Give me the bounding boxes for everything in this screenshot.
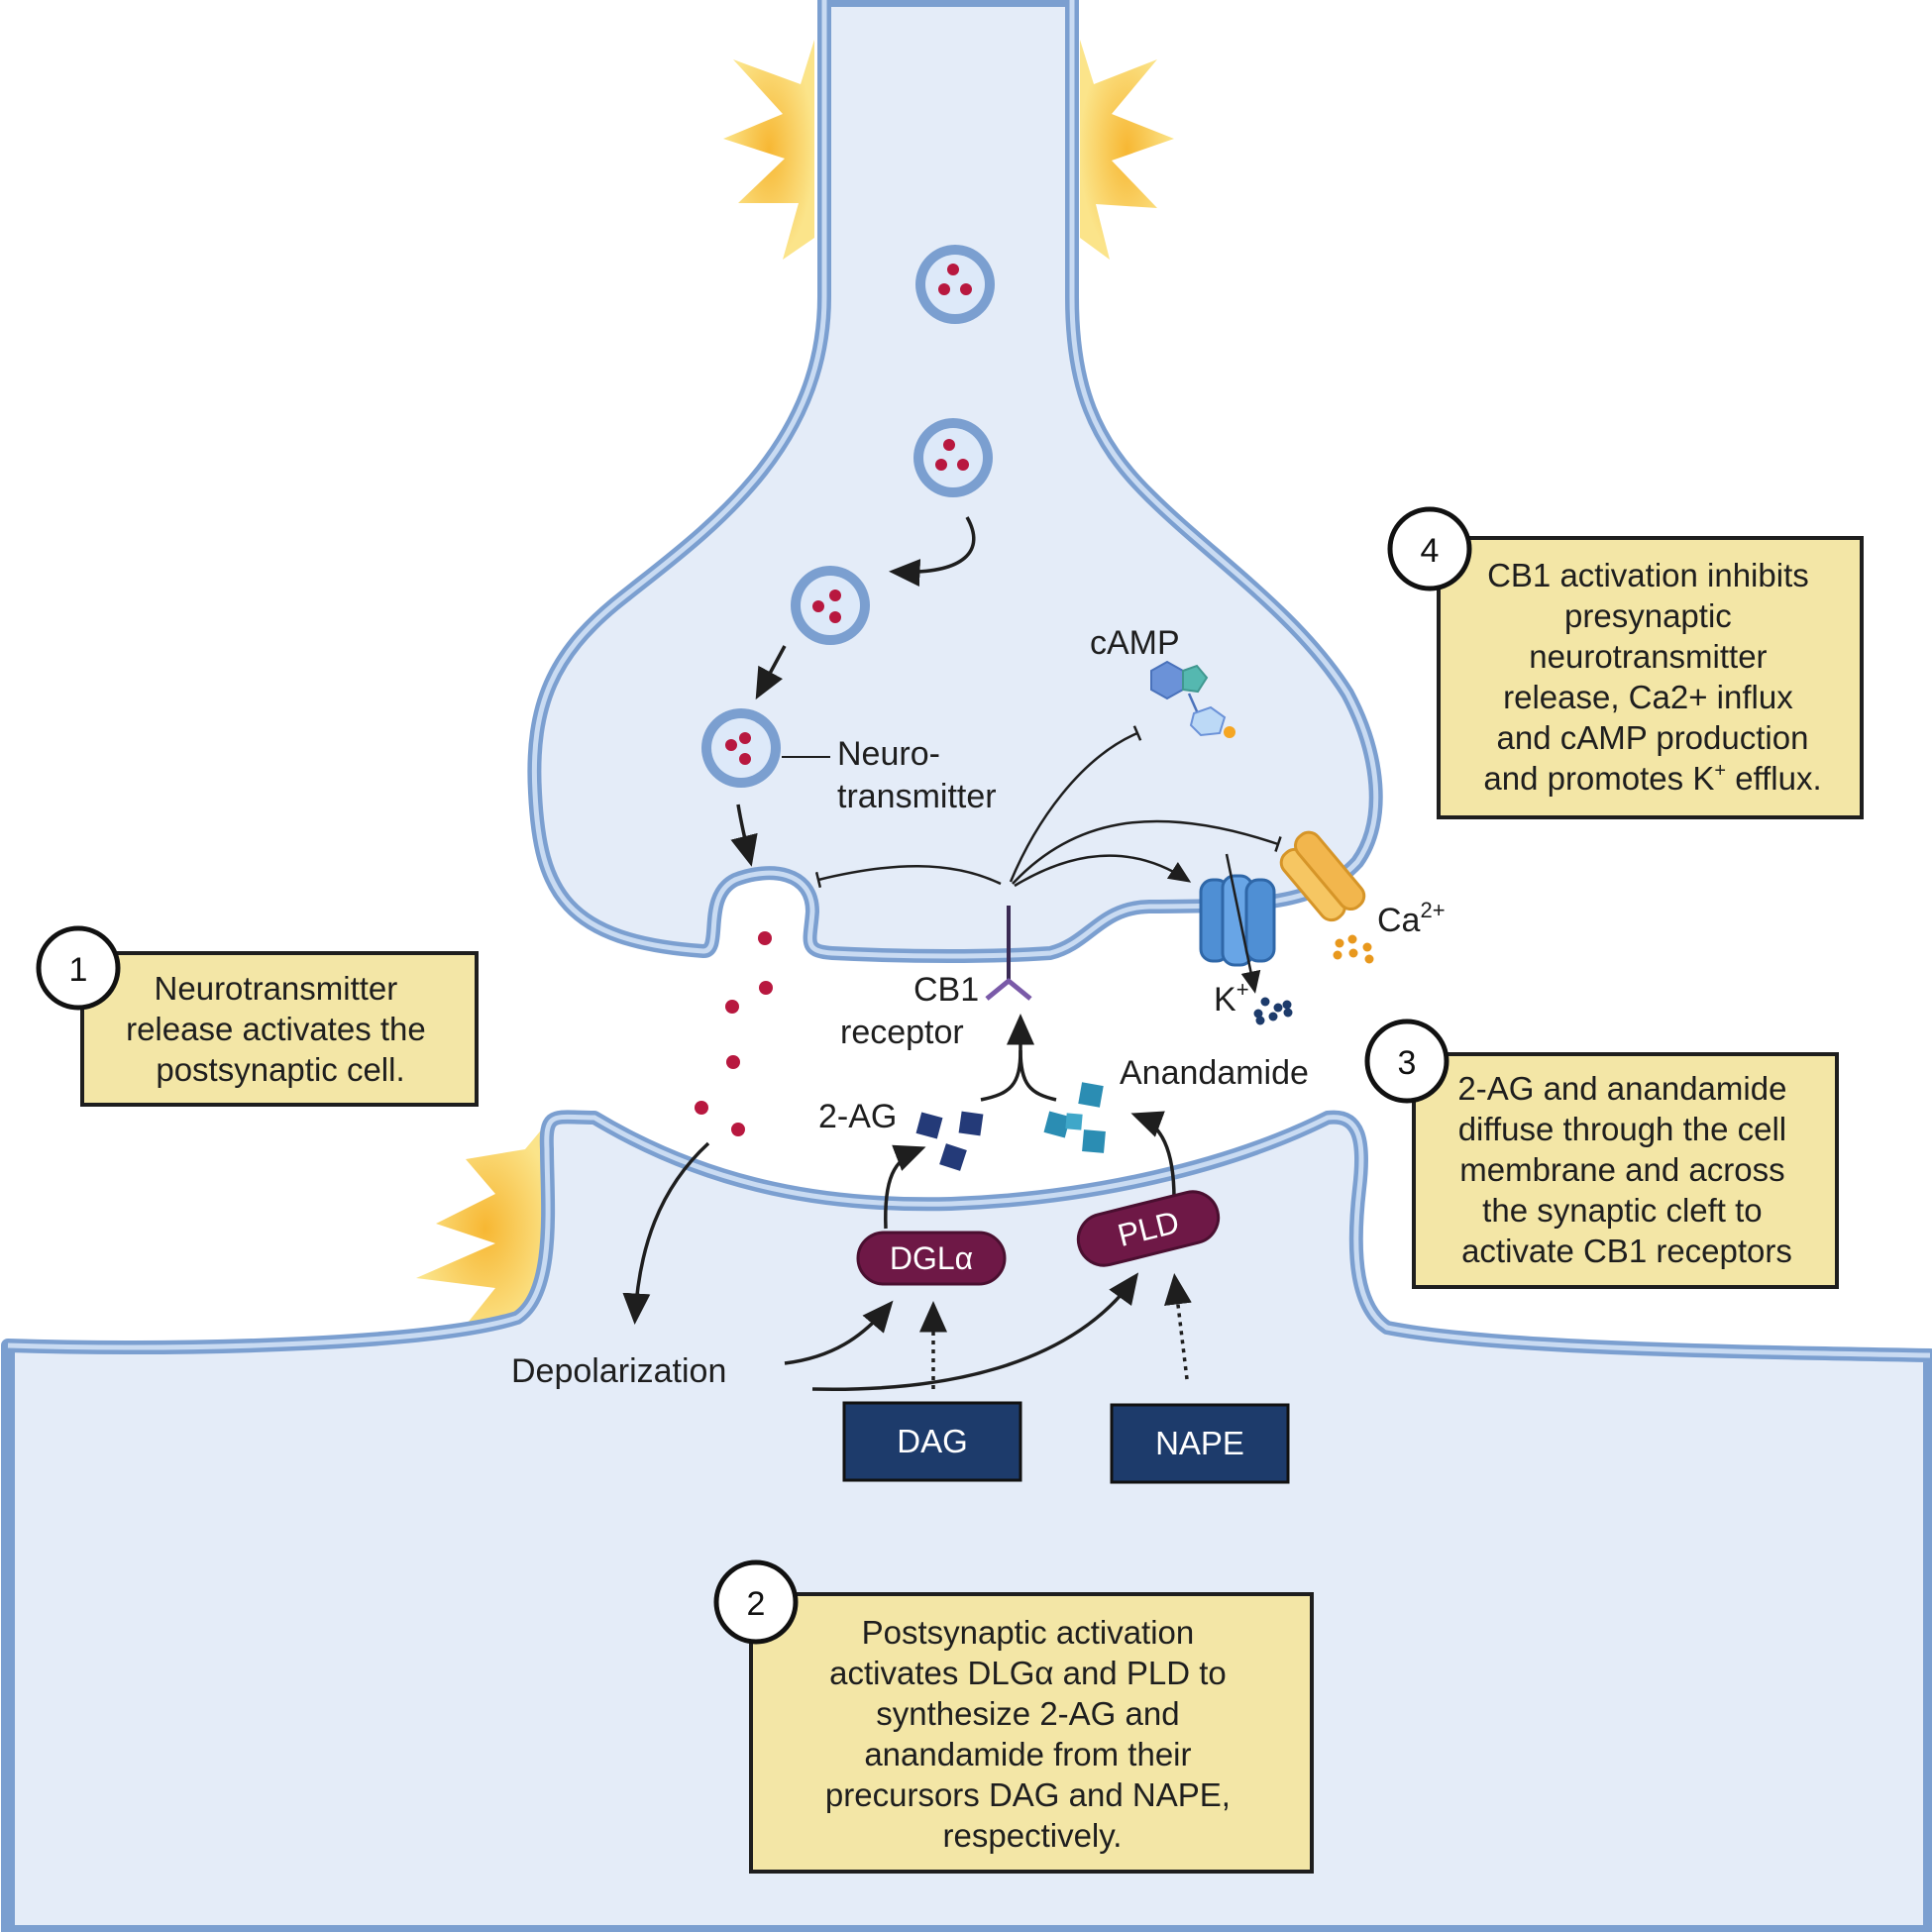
step-1-text: Neurotransmitter release activates the p… <box>126 970 435 1088</box>
step-2-line: Postsynaptic activation <box>862 1614 1195 1651</box>
activation-burst-left-top <box>723 40 814 260</box>
depolarization-to-dgla-arrow <box>784 1300 894 1365</box>
step-4-line: and cAMP production <box>1497 719 1809 756</box>
dgla-enzyme: DGLα <box>856 1231 1007 1286</box>
depolarization-to-pld-arrow <box>811 1272 1139 1391</box>
cb1-receptor <box>985 906 1032 1001</box>
diffusion-to-cb1-arrow <box>980 1049 1057 1102</box>
step-4-line: neurotransmitter <box>1529 638 1767 675</box>
step-2-line: precursors DAG and NAPE, <box>825 1776 1231 1813</box>
step-4-callout: CB1 activation inhibits presynaptic neur… <box>1387 506 1864 819</box>
release-to-depolarization-arrow <box>622 1141 710 1325</box>
step-1-line: postsynaptic cell. <box>156 1051 404 1088</box>
vesicle <box>913 418 993 497</box>
step-1-line: release activates the <box>126 1011 426 1047</box>
activation-burst-postsynaptic <box>416 1120 555 1338</box>
step-3-callout: 2-AG and anandamide diffuse through the … <box>1364 1019 1839 1289</box>
ca-label-base: Ca <box>1377 902 1421 939</box>
camp-molecule <box>1150 660 1235 738</box>
step-2-line: respectively. <box>943 1817 1123 1854</box>
step-4-last-line: and promotes K+ efflux. <box>1483 760 1821 797</box>
camp-label: cAMP <box>1090 624 1180 662</box>
vesicle-movement-arrow <box>730 804 758 867</box>
step-4-line: efflux. <box>1735 760 1821 797</box>
neurotransmitter-label-line1: Neuro- <box>837 735 940 773</box>
step-4-line: release, Ca2+ influx <box>1503 679 1793 715</box>
anandamide-molecules <box>1043 1082 1106 1153</box>
cb1-to-ca-channel-inhibit <box>1012 819 1282 885</box>
step-3-line: diffuse through the cell <box>1458 1111 1786 1147</box>
pld-to-anandamide-arrow <box>1130 1111 1176 1200</box>
step-2-text: Postsynaptic activation activates DLGα a… <box>825 1614 1239 1854</box>
step-4-line: and promotes K <box>1483 760 1714 797</box>
step-4-text: CB1 activation inhibits presynaptic neur… <box>1487 557 1818 756</box>
step-4-line: CB1 activation inhibits <box>1487 557 1809 593</box>
cb1-label-line1: CB1 <box>913 971 979 1009</box>
vesicle <box>915 245 995 324</box>
ca-channel <box>1279 830 1366 922</box>
step-2-line: anandamide from their <box>864 1736 1191 1772</box>
k-channel <box>1199 874 1276 967</box>
cb1-to-k-channel-activate <box>1014 854 1192 888</box>
k-efflux-arrow <box>1225 853 1261 994</box>
k-label: K+ <box>1214 977 1249 1019</box>
released-neurotransmitter <box>695 931 773 1136</box>
step-2-line: synthesize 2-AG and <box>876 1695 1179 1732</box>
inhibit-release-line <box>814 865 1002 889</box>
step-3-text: 2-AG and anandamide diffuse through the … <box>1457 1070 1795 1269</box>
dgla-to-2ag-arrow <box>884 1144 926 1230</box>
vesicle <box>701 708 781 788</box>
step-1-number: 1 <box>69 951 88 989</box>
neurotransmitter-label-line2: transmitter <box>837 778 997 815</box>
step-2-callout: Postsynaptic activation activates DLGα a… <box>713 1559 1314 1874</box>
step-2-line: activates DLGα and PLD to <box>829 1655 1227 1691</box>
step-4-line-space <box>1726 760 1735 797</box>
vesicle-movement-arrow <box>755 645 787 700</box>
k-label-superscript: + <box>1236 977 1249 1002</box>
step-1-line: Neurotransmitter <box>155 970 398 1007</box>
cb1-label-line2: receptor <box>840 1014 964 1051</box>
step-1-callout: Neurotransmitter release activates the p… <box>36 925 479 1107</box>
step-3-line: membrane and across <box>1459 1151 1784 1188</box>
step-4-number: 4 <box>1421 532 1440 570</box>
dag-box: DAG <box>842 1401 1022 1482</box>
ca-label: Ca2+ <box>1377 898 1446 939</box>
cb1-to-camp-inhibit <box>1009 725 1142 883</box>
vesicle-movement-arrow <box>889 516 976 588</box>
step-3-line: 2-AG and anandamide <box>1457 1070 1786 1107</box>
step-3-line: the synaptic cleft to <box>1482 1192 1762 1229</box>
step-3-line: activate CB1 receptors <box>1461 1233 1792 1269</box>
nape-label: NAPE <box>1155 1425 1244 1461</box>
ca-label-superscript: 2+ <box>1420 898 1445 922</box>
ca-ions <box>1333 934 1374 964</box>
step-4-superscript: + <box>1714 760 1726 782</box>
depolarization-label: Depolarization <box>511 1352 726 1390</box>
activation-burst-right-top <box>1080 40 1174 260</box>
step-4-line: presynaptic <box>1564 597 1732 634</box>
step-2-number: 2 <box>747 1585 766 1623</box>
k-ions <box>1253 997 1293 1025</box>
two-ag-molecules <box>915 1111 984 1171</box>
k-label-base: K <box>1214 981 1236 1019</box>
two-ag-label: 2-AG <box>818 1098 897 1135</box>
anandamide-label: Anandamide <box>1120 1054 1309 1092</box>
dag-label: DAG <box>897 1423 968 1459</box>
step-3-number: 3 <box>1398 1044 1417 1082</box>
nape-to-pld-arrow <box>1164 1273 1192 1380</box>
nape-box: NAPE <box>1110 1403 1290 1484</box>
vesicle <box>791 566 870 645</box>
dgla-label: DGLα <box>890 1240 973 1276</box>
pld-enzyme: PLD <box>1076 1190 1221 1267</box>
